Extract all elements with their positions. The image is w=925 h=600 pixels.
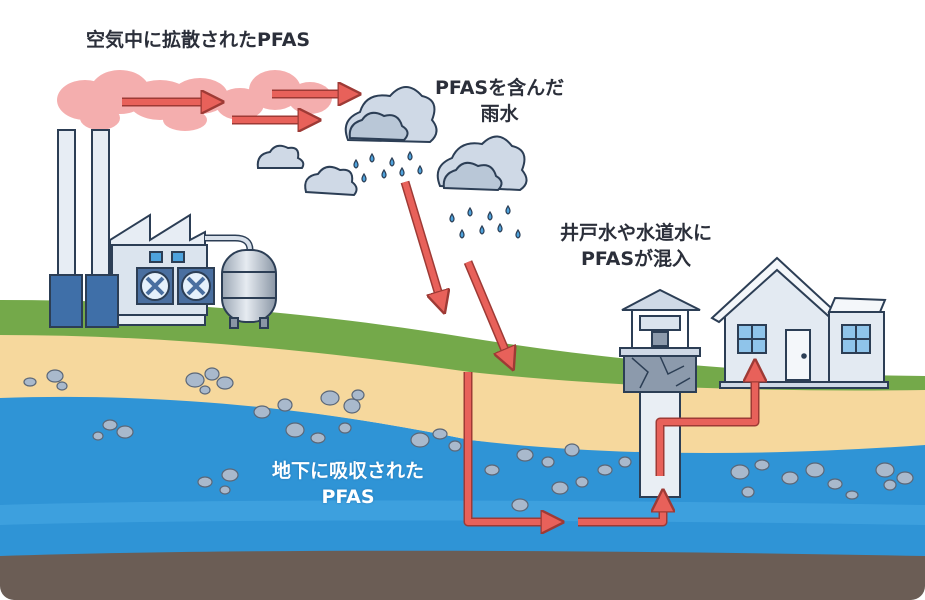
rain-drop-icon <box>353 150 521 239</box>
label-groundwater-line2: PFASが混入 <box>580 248 692 270</box>
label-groundwater-line1: 井戸水や水道水に <box>560 222 713 244</box>
bedrock <box>0 547 925 600</box>
label-airborne-text: 空気中に拡散されたPFAS <box>86 29 311 51</box>
label-rain-line1: PFASを含んだ <box>435 77 565 99</box>
flow-arrows <box>122 94 755 522</box>
label-soil-line1: 地下に吸収された <box>272 460 425 482</box>
label-rain-line2: 雨水 <box>480 103 519 125</box>
label-groundwater-pfas: 井戸水や水道水に PFASが混入 <box>560 220 712 272</box>
label-rain-pfas: PFASを含んだ 雨水 <box>435 75 564 127</box>
house-icon <box>710 256 889 389</box>
well-icon <box>619 288 701 498</box>
aquifer-highlight <box>0 500 925 525</box>
groundwater-layer <box>0 394 925 556</box>
cloud-icon <box>256 86 528 197</box>
label-airborne-pfas: 空気中に拡散されたPFAS <box>86 27 310 53</box>
factory-icon <box>49 129 277 329</box>
label-soil-line2: PFAS <box>321 486 375 508</box>
pebble-icon <box>23 367 914 512</box>
label-soil-pfas: 地下に吸収された PFAS <box>272 458 424 510</box>
